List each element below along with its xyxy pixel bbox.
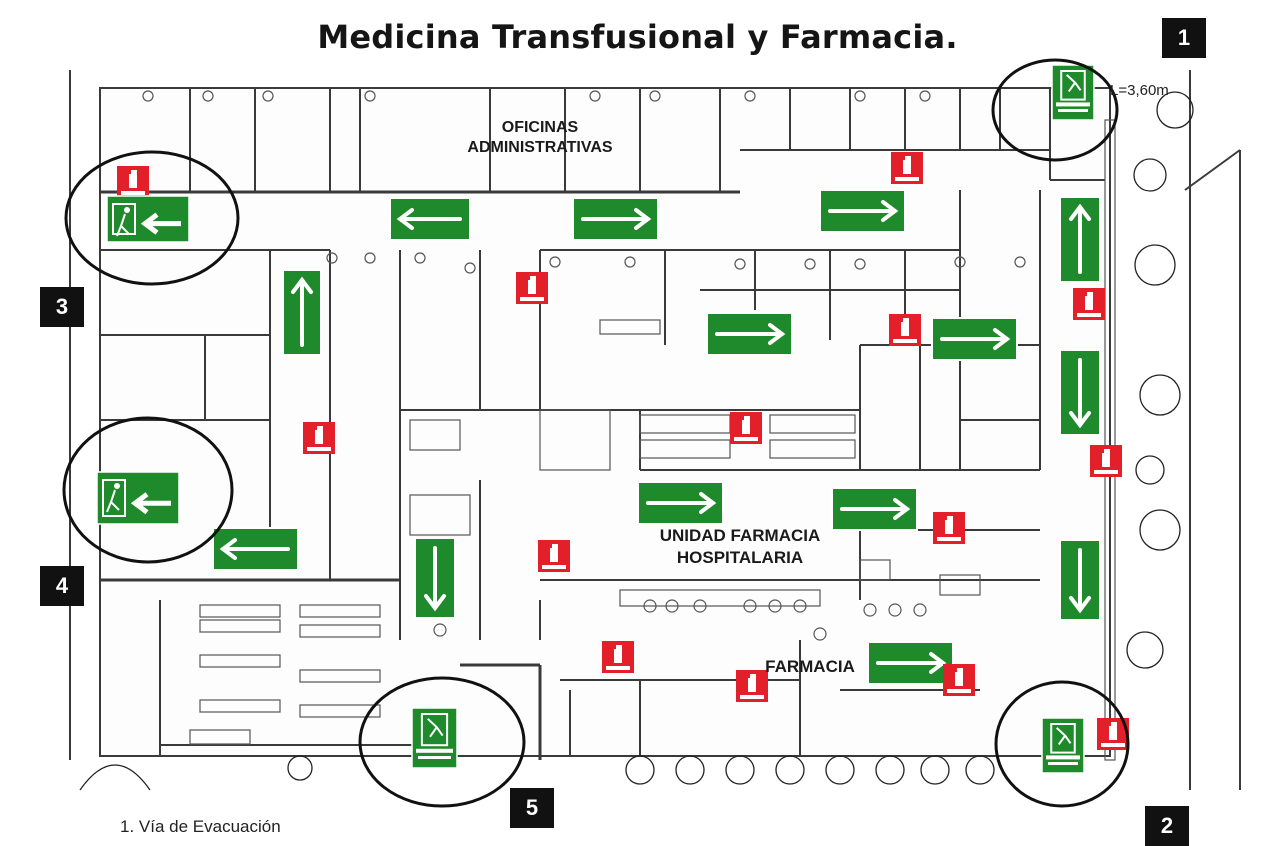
route-arrow-left: [389, 197, 471, 241]
fire-extinguisher-icon: [736, 670, 768, 702]
emergency-exit-icon: [106, 195, 190, 243]
area-label-oficinas: OFICINAS ADMINISTRATIVAS: [440, 119, 640, 157]
route-arrow-right: [637, 481, 724, 525]
exit-number-3: 3: [40, 287, 84, 327]
map-title: Medicina Transfusional y Farmacia.: [317, 18, 958, 56]
route-arrow-down: [414, 537, 456, 619]
legend-item-1: 1. Vía de Evacuación: [120, 817, 281, 836]
route-arrow-right: [831, 487, 918, 531]
exit-highlight-circles: [62, 58, 1130, 808]
exit-circle-1: [991, 58, 1119, 162]
emergency-exit-icon: [1051, 64, 1095, 121]
route-arrow-right: [931, 317, 1018, 361]
route-arrow-down: [1059, 539, 1101, 621]
route-arrow-up: [1059, 196, 1101, 283]
fire-extinguishers: [117, 152, 1129, 750]
route-arrow-up: [282, 269, 322, 356]
exit-number-1: 1: [1162, 18, 1206, 58]
fire-extinguisher-icon: [117, 166, 149, 198]
route-arrow-down: [1059, 349, 1101, 436]
fire-extinguisher-icon: [538, 540, 570, 572]
exit-circle-5: [358, 676, 526, 808]
route-arrow-right: [819, 189, 906, 233]
route-arrow-right: [706, 312, 793, 356]
emergency-exit-signs: [96, 64, 1095, 774]
fire-extinguisher-icon: [891, 152, 923, 184]
exit-number-5: 5: [510, 788, 554, 828]
emergency-exit-icon: [411, 707, 458, 769]
route-arrow-left: [212, 527, 299, 571]
fire-extinguisher-icon: [1073, 288, 1105, 320]
area-label-oficinas-line2: ADMINISTRATIVAS: [467, 138, 613, 156]
emergency-exit-icon: [1041, 717, 1085, 774]
fire-extinguisher-icon: [602, 641, 634, 673]
fire-extinguisher-icon: [933, 512, 965, 544]
exit-number-4: 4: [40, 566, 84, 606]
floor-plan-details: [142, 90, 1116, 761]
exit-circle-2: [994, 680, 1130, 808]
landscape-trees: [79, 91, 1194, 791]
evacuation-route-arrows: [212, 189, 1101, 685]
fire-extinguisher-icon: [730, 412, 762, 444]
area-label-unidad-line2: HOSPITALARIA: [676, 547, 804, 567]
exit-number-2: 2: [1145, 806, 1189, 846]
fire-extinguisher-icon: [943, 664, 975, 696]
emergency-exit-icon: [96, 471, 180, 525]
fire-extinguisher-icon: [889, 314, 921, 346]
fire-extinguisher-icon: [516, 272, 548, 304]
exit-circle-4: [62, 416, 234, 564]
exit-circle-3: [64, 150, 240, 286]
area-label-farmacia: FARMACIA: [765, 657, 855, 676]
route-arrow-right: [572, 197, 659, 241]
fire-extinguisher-icon: [303, 422, 335, 454]
area-label-oficinas-line1: OFICINAS: [501, 119, 579, 136]
area-label-unidad-line1: UNIDAD FARMACIA: [659, 526, 821, 545]
area-label-unidad-farmacia: UNIDAD FARMACIA HOSPITALARIA: [630, 527, 850, 567]
fire-extinguisher-icon: [1090, 445, 1122, 477]
dimension-label: L=3,60m: [1110, 82, 1169, 99]
route-arrow-right: [867, 641, 954, 685]
